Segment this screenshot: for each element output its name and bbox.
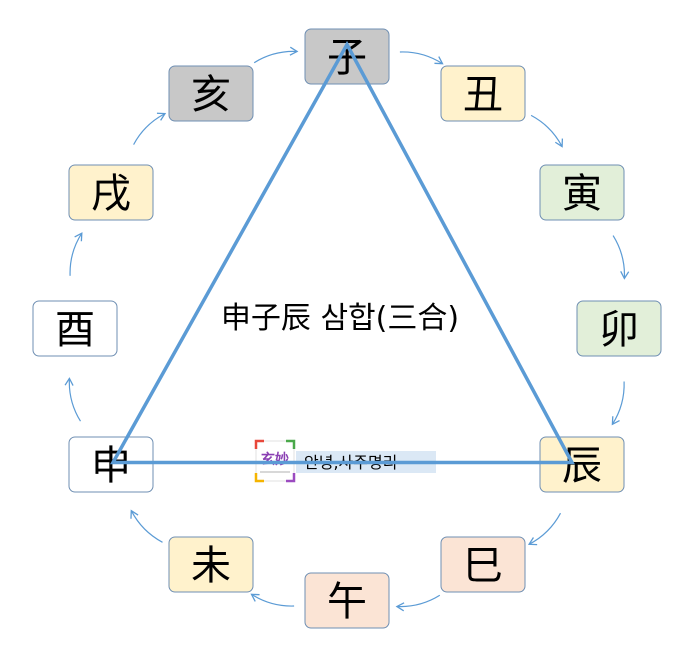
samhap-triangle [110, 40, 575, 465]
node-sa: 巳 [440, 536, 526, 593]
node-in: 寅 [539, 164, 625, 221]
branch-nodes: 子 丑 寅 卯 辰 巳 午 未 [32, 28, 662, 629]
node-label-hae: 亥 [191, 72, 231, 118]
cycle-arrow-in-myo [612, 235, 630, 280]
cycle-arrow-ja-chuk [399, 51, 444, 65]
node-sul: 戌 [68, 164, 154, 221]
cycle-arrow-sin-yu [64, 377, 82, 422]
node-label-in: 寅 [562, 171, 602, 217]
node-sin: 申 [68, 436, 154, 493]
cycle-arrow-mi-sin [130, 509, 163, 543]
node-hae: 亥 [168, 65, 254, 122]
cycle-arrow-myo-jin [611, 381, 625, 426]
cycle-arrow-hae-ja [253, 46, 299, 64]
node-label-sul: 戌 [91, 171, 131, 217]
node-label-chuk: 丑 [463, 72, 503, 118]
cycle-arrow-yu-sul [69, 232, 83, 276]
node-label-sin: 申 [91, 443, 131, 489]
diagram-title: 申子辰 삼합(三合) [221, 301, 459, 336]
cycle-arrows [64, 46, 630, 612]
cycle-arrow-jin-sa [527, 512, 562, 546]
node-ja: 子 [304, 28, 390, 85]
node-jin: 辰 [539, 436, 625, 493]
cycle-arrow-sa-o [395, 594, 441, 612]
cycle-arrow-o-mi [250, 593, 295, 607]
node-mi: 未 [168, 536, 254, 593]
node-label-myo: 卯 [599, 307, 639, 353]
watermark-logo-text: 玄妙 [261, 451, 289, 468]
node-label-yu: 酉 [55, 307, 95, 353]
node-myo: 卯 [576, 300, 662, 357]
node-label-sa: 巳 [463, 543, 503, 589]
node-label-mi: 未 [191, 543, 231, 589]
node-chuk: 丑 [440, 65, 526, 122]
node-o: 午 [304, 572, 390, 629]
cycle-arrow-chuk-in [530, 114, 564, 148]
node-label-jin: 辰 [562, 443, 602, 489]
node-yu: 酉 [32, 300, 118, 357]
cycle-arrow-sul-hae [133, 112, 167, 145]
node-label-o: 午 [327, 579, 367, 625]
